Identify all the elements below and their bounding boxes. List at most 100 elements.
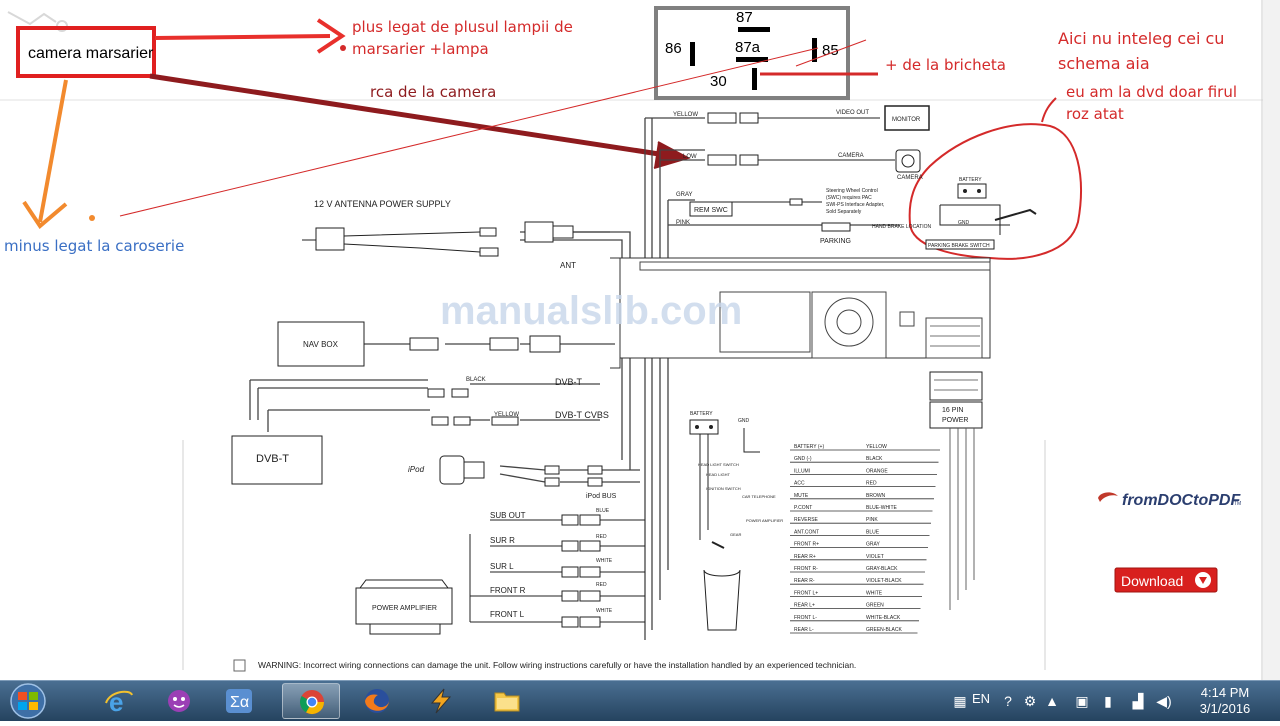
rca-note: rca de la camera (370, 83, 496, 101)
download-arrow-icon (1199, 577, 1207, 584)
relay-pin-87a: 87a (735, 39, 761, 56)
video-out-connector: YELLOW VIDEO OUT MONITOR (673, 105, 930, 131)
wire-function: ANT.CONT (794, 529, 819, 535)
nav-box: NAV BOX (277, 321, 561, 367)
wire-color: WHITE-BLACK (866, 615, 901, 621)
wire-function: REAR L+ (794, 603, 815, 609)
screenshot-stage: 87 86 87a 85 30 + de la bricheta Aici nu… (0, 0, 1280, 680)
wire-function: REAR R+ (794, 554, 816, 560)
svg-text:FRONT R: FRONT R (490, 586, 526, 595)
taskbar-winamp[interactable] (412, 683, 470, 719)
taskbar-chrome[interactable] (282, 683, 340, 719)
aici-note-line2: schema aia (1058, 54, 1150, 73)
svg-text:DVB-T CVBS: DVB-T CVBS (555, 410, 609, 420)
taskbar-yahoo[interactable] (150, 683, 208, 719)
relay-box: 87 86 87a 85 30 (654, 6, 850, 100)
svg-text:PINK: PINK (676, 220, 690, 226)
svg-text:GND: GND (958, 220, 970, 226)
svg-text:16 PIN: 16 PIN (942, 407, 963, 414)
antenna-power-supply: 12 V ANTENNA POWER SUPPLY ANT (302, 199, 610, 270)
bricheta-note: + de la bricheta (885, 56, 1006, 74)
svg-text:CAMERA: CAMERA (838, 153, 864, 159)
relay-pin-85: 85 (822, 42, 839, 59)
sixteen-pin-connector: 16 PIN POWER (929, 371, 983, 429)
svg-text:GND: GND (738, 418, 750, 424)
wire-color: GRAY-BLACK (866, 566, 898, 572)
taskbar-explorer[interactable] (478, 683, 536, 719)
svg-text:iPod BUS: iPod BUS (586, 493, 617, 500)
svg-text:HEAD LIGHT SWITCH: HEAD LIGHT SWITCH (698, 462, 739, 467)
wire-function: BATTERY (+) (794, 444, 824, 450)
svg-text:DVB-T: DVB-T (555, 377, 583, 387)
dvbt-connectors: BLACK DVB-T YELLOW DVB-T CVBS DVB-T (231, 377, 609, 485)
battery-icon[interactable]: ▮ (1104, 693, 1112, 709)
head-unit: manualslib.com (440, 257, 991, 369)
file-explorer-icon (494, 692, 520, 712)
wire-function: ILLUMI (794, 468, 810, 474)
wire-function: REAR R- (794, 578, 815, 584)
svg-text:CAMERA: CAMERA (897, 175, 923, 181)
svg-text:PARKING: PARKING (820, 238, 851, 245)
wiring-diagram: 87 86 87a 85 30 + de la bricheta Aici nu… (0, 0, 1280, 680)
svg-text:Steering Wheel Control: Steering Wheel Control (826, 188, 878, 194)
svg-text:PARKING BRAKE SWITCH: PARKING BRAKE SWITCH (928, 243, 990, 249)
svg-text:ANT: ANT (560, 261, 576, 270)
taskbar-math[interactable]: Σα (210, 683, 268, 719)
parking-connector: PINK PARKING HAND BRAKE LOCATION (676, 220, 931, 245)
wire-color: PINK (866, 517, 878, 523)
monitor-box (884, 105, 930, 131)
audio-outputs (469, 514, 645, 628)
parking-brake-inset: BATTERY GND PARKING BRAKE SWITCH (925, 177, 1037, 250)
wire-function: FRONT R- (794, 566, 818, 572)
svg-text:BLUE: BLUE (596, 508, 610, 514)
wire-function: FRONT R+ (794, 542, 819, 548)
wire-color: VIOLET (866, 554, 884, 560)
relay-pin-30: 30 (710, 73, 727, 90)
svg-text:SUB OUT: SUB OUT (490, 511, 526, 520)
svg-text:GRAY: GRAY (676, 192, 693, 198)
wire-color: YELLOW (866, 444, 887, 450)
svg-text:YELLOW: YELLOW (494, 412, 519, 418)
svg-text:Σα: Σα (230, 694, 249, 711)
svg-text:SUR R: SUR R (490, 536, 515, 545)
wire-color: BROWN (866, 493, 886, 499)
network-tray-icon[interactable]: ▣ (1075, 693, 1089, 709)
wire-color: GREEN-BLACK (866, 627, 903, 633)
svg-text:HAND BRAKE LOCATION: HAND BRAKE LOCATION (872, 224, 931, 230)
clock[interactable]: 4:14 PM 3/1/2016 (1182, 685, 1268, 717)
keyboard-tray-icon[interactable]: ▦ (953, 693, 967, 709)
volume-icon[interactable]: ◀) (1156, 693, 1172, 709)
settings-tray-icon[interactable]: ⚙ (1023, 693, 1037, 709)
svg-text:POWER AMPLIFIER: POWER AMPLIFIER (746, 518, 783, 523)
help-icon[interactable]: ? (1004, 693, 1012, 709)
wire-color: VIOLET-BLACK (866, 578, 902, 584)
wire-function: P.CONT (794, 505, 812, 511)
svg-text:WHITE: WHITE (596, 558, 613, 564)
svg-text:BATTERY: BATTERY (959, 177, 982, 183)
start-button[interactable] (2, 681, 54, 721)
svg-text:(SWC) requires PAC: (SWC) requires PAC (826, 195, 872, 201)
monitor-label: MONITOR (892, 117, 921, 123)
signal-icon[interactable]: ▟ (1132, 693, 1144, 709)
scrollbar[interactable] (1263, 0, 1280, 680)
svg-text:SUR L: SUR L (490, 562, 514, 571)
download-button[interactable]: Download (1114, 567, 1218, 593)
warning-text: WARNING: Incorrect wiring connections ca… (258, 660, 856, 670)
firefox-icon (365, 689, 389, 713)
taskbar-ie[interactable]: e (90, 683, 148, 719)
eu-note-line1: eu am la dvd doar firul (1066, 83, 1237, 101)
show-hidden-icons-icon[interactable]: ▲ (1045, 693, 1059, 709)
wire-function: FRONT L+ (794, 590, 818, 596)
wire-function: FRONT L- (794, 615, 817, 621)
dvbt-box-label: DVB-T (256, 453, 289, 465)
wire-color: BLUE (866, 529, 880, 535)
svg-text:FRONT L: FRONT L (490, 610, 525, 619)
svg-text:TM: TM (1234, 501, 1241, 507)
wire-color: GREEN (866, 603, 884, 609)
svg-text:HEAD LIGHT: HEAD LIGHT (706, 472, 731, 477)
fromdoctopdf-ad[interactable]: fromDOCtoPDF TM (1098, 492, 1241, 509)
taskbar-firefox[interactable] (348, 683, 406, 719)
language-indicator[interactable]: EN (972, 691, 991, 706)
svg-text:POWER: POWER (942, 417, 968, 424)
ipod-connector: iPod iPod BUS (408, 455, 617, 500)
